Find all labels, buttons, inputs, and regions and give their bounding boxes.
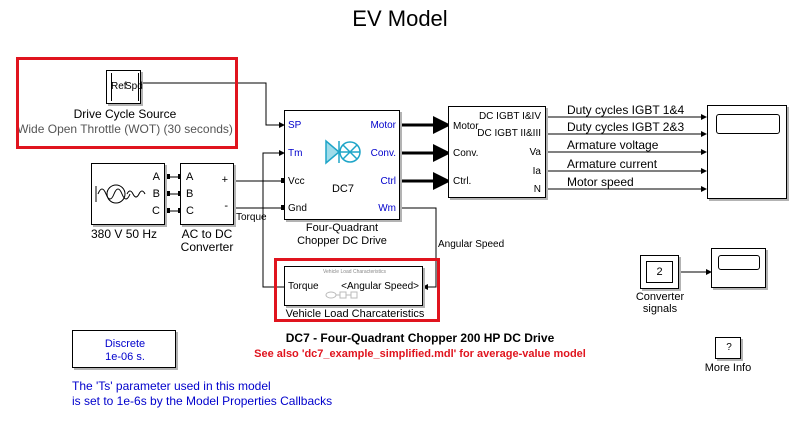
drive-port-tm: Tm	[288, 148, 303, 159]
more-info-button[interactable]: ?	[715, 337, 741, 359]
drive-label-2: Chopper DC Drive	[297, 235, 387, 247]
powergui-line1: Discrete	[104, 338, 146, 350]
drive-port-ctrl: Ctrl	[380, 176, 396, 187]
vehicle-load-mini-diagram	[325, 291, 358, 299]
more-info-label: More Info	[704, 362, 752, 374]
vehicle-load-port-torque: Torque	[288, 281, 319, 292]
converter-port-minus: -	[224, 200, 228, 212]
demux-out-ia: Ia	[532, 166, 541, 177]
vehicle-load-label: Vehicle Load Charcateristics	[285, 308, 425, 320]
converter-port-a: A	[186, 171, 194, 183]
converter-scope-block[interactable]	[711, 248, 766, 288]
measurement-demux-block[interactable]: Motor Conv. Ctrl. DC IGBT I&IV DC IGBT I…	[448, 106, 546, 198]
spd-text: Spd	[125, 81, 143, 92]
torque-wire-label: Torque	[236, 212, 267, 223]
converter-signals-display: 2	[646, 261, 673, 283]
vehicle-load-block[interactable]: Vehicle Load Characteristics Torque <Ang…	[284, 266, 423, 306]
source-port-b: B	[152, 188, 160, 200]
see-also-note: See also 'dc7_example_simplified.mdl' fo…	[254, 348, 586, 360]
ac-dc-converter-block[interactable]: A B C + -	[180, 163, 234, 225]
wire-angular-speed	[398, 207, 437, 290]
demux-out-n: N	[533, 184, 541, 195]
drive-cycle-sublabel: Wide Open Throttle (WOT) (30 seconds)	[17, 122, 233, 136]
help-icon: ?	[726, 342, 732, 353]
converter-label-2: Converter	[180, 240, 234, 254]
signal-duty-14: Duty cycles IGBT 1&4	[567, 103, 685, 117]
drive-port-motor: Motor	[370, 120, 396, 131]
main-scope-screen	[716, 114, 780, 134]
vehicle-load-port-speed: <Angular Speed>	[341, 281, 419, 292]
drive-cycle-block[interactable]: Ref Spd	[106, 70, 143, 104]
converter-scope-screen	[718, 255, 760, 270]
powergui-block[interactable]: Discrete 1e-06 s.	[72, 330, 176, 368]
converter-port-b: B	[186, 188, 194, 200]
converter-port-plus: +	[221, 174, 228, 186]
drive-port-wm: Wm	[378, 203, 396, 214]
demux-out-va: Va	[529, 147, 542, 158]
diagram-title: EV Model	[352, 6, 448, 31]
demux-out-igbt23: DC IGBT II&III	[477, 128, 541, 139]
demux-in-conv: Conv.	[453, 148, 479, 159]
source-port-c: C	[152, 205, 160, 217]
motor-icon	[325, 139, 361, 165]
drive-port-vcc: Vcc	[288, 176, 305, 187]
drive-cycle-label: Drive Cycle Source	[73, 107, 177, 121]
drive-cycle-icon	[111, 73, 139, 101]
wire-torque	[262, 150, 285, 288]
converter-signals-block[interactable]: 2	[640, 255, 679, 289]
three-phase-source[interactable]: A B C	[91, 163, 165, 225]
drive-label-1: Four-Quadrant	[305, 222, 379, 234]
angular-speed-label: Angular Speed	[438, 239, 505, 250]
drive-port-sp: SP	[288, 120, 302, 131]
demux-in-motor: Motor	[453, 121, 479, 132]
dc7-drive-block[interactable]: SP Tm Vcc Gnd Motor Conv. Ctrl Wm DC7	[284, 110, 400, 220]
signal-armature-voltage: Armature voltage	[567, 138, 659, 152]
signal-duty-23: Duty cycles IGBT 2&3	[567, 120, 685, 134]
drive-port-gnd: Gnd	[288, 203, 307, 214]
signal-motor-speed: Motor speed	[567, 175, 634, 189]
ts-note-line2: is set to 1e-6s by the Model Properties …	[72, 394, 333, 408]
drive-port-conv: Conv.	[370, 148, 396, 159]
powergui-line2: 1e-06 s.	[105, 351, 145, 363]
converter-signals-label-2: signals	[642, 303, 678, 315]
converter-signals-label-1: Converter	[635, 291, 685, 303]
ac-source-icon	[95, 184, 146, 204]
model-caption: DC7 - Four-Quadrant Chopper 200 HP DC Dr…	[285, 331, 555, 345]
ac-source-label: 380 V 50 Hz	[91, 227, 158, 241]
wire-speed-ref	[141, 82, 285, 128]
source-port-a: A	[152, 171, 160, 183]
vehicle-load-inner-title: Vehicle Load Characteristics	[322, 269, 387, 275]
drive-center-text: DC7	[331, 183, 354, 195]
ref-text: Ref	[111, 81, 127, 92]
ts-note-line1: The 'Ts' parameter used in this model	[72, 379, 271, 393]
demux-out-igbt14: DC IGBT I&IV	[478, 111, 541, 122]
converter-port-c: C	[186, 205, 194, 217]
converter-label-1: AC to DC	[181, 227, 233, 241]
signal-armature-current: Armature current	[567, 157, 658, 171]
demux-in-ctrl: Ctrl.	[453, 176, 472, 187]
drive-cycle-highlight	[16, 57, 238, 149]
main-scope-block[interactable]	[707, 105, 787, 199]
vehicle-load-highlight	[274, 258, 440, 322]
